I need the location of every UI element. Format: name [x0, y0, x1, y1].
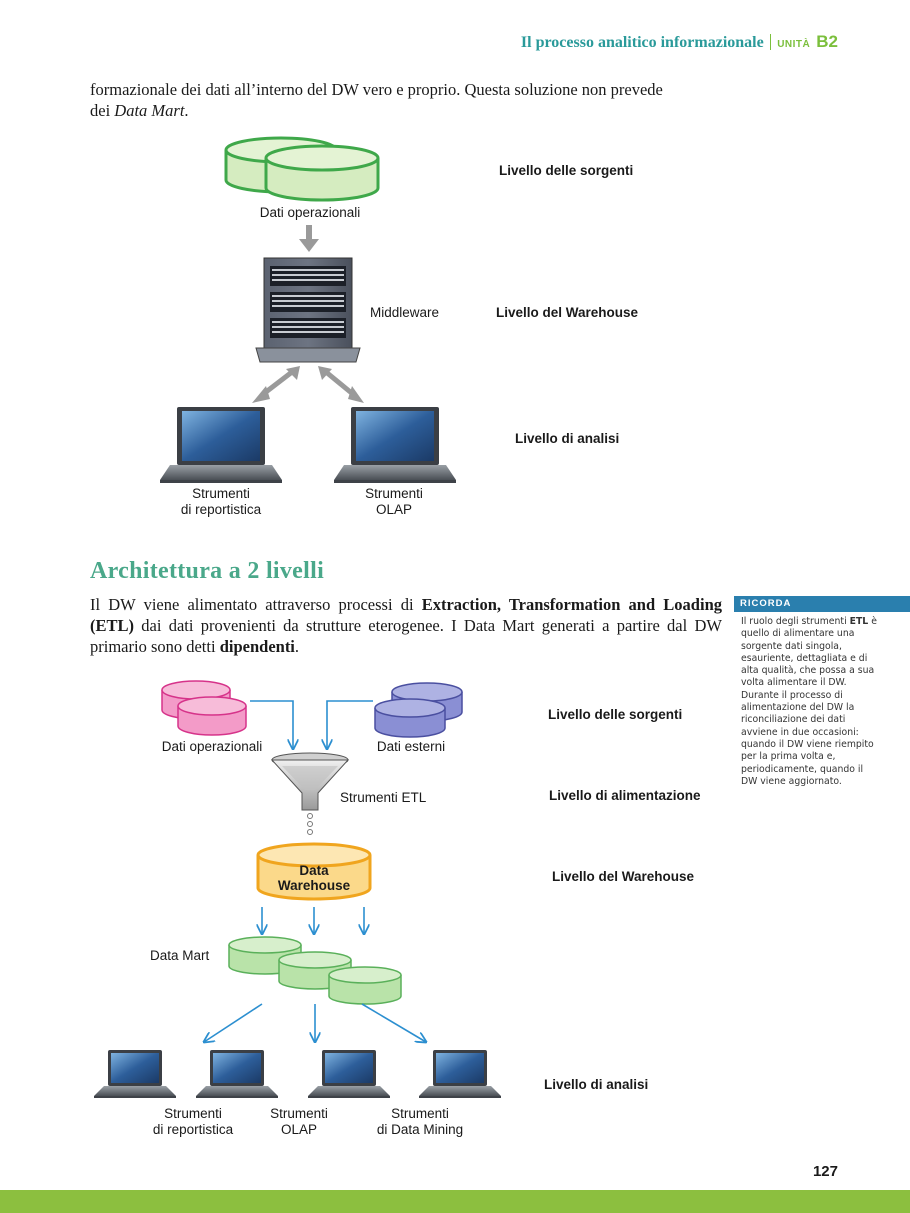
section-heading: Architettura a 2 livelli — [90, 558, 325, 584]
laptop-icon-1 — [94, 1050, 176, 1098]
laptop-icon-4 — [419, 1050, 501, 1098]
d1-reporting-line2: di reportistica — [180, 502, 262, 517]
d2-mining-label: Strumenti di Data Mining — [358, 1106, 482, 1138]
d1-level-analysis: Livello di analisi — [515, 431, 620, 446]
laptop-icon-3 — [308, 1050, 390, 1098]
d2-dw-label: Data Warehouse — [262, 863, 366, 893]
d1-olap-label: Strumenti OLAP — [340, 486, 448, 518]
d1-middleware-label: Middleware — [370, 305, 440, 320]
page-number: 127 — [812, 1163, 838, 1180]
intro-line-2: dei Data Mart. — [90, 100, 722, 121]
server-icon — [255, 257, 361, 363]
d2-reporting-line1: Strumenti — [164, 1106, 222, 1121]
section-bold-etl: Extraction, Transformation and Loading (… — [90, 595, 722, 635]
d2-level-feeding: Livello di alimentazione — [549, 788, 701, 803]
d1-reporting-label: Strumenti di reportistica — [158, 486, 284, 518]
d2-operational-data-label: Dati operazionali — [161, 739, 263, 754]
intro-line-1: formazionale dei dati all’interno del DW… — [90, 80, 663, 99]
operational-db-icon — [224, 136, 380, 202]
running-header: Il processo analitico informazionale UNI… — [521, 32, 838, 52]
bidirectional-arrow-left-icon — [252, 366, 300, 403]
external-db-icon — [374, 682, 463, 738]
d2-olap-label: Strumenti OLAP — [256, 1106, 342, 1138]
sidebar-text-bold: ETL — [849, 616, 869, 627]
section-text-1: Il DW viene alimentato attraverso proces… — [90, 595, 422, 614]
footer-bar — [0, 1190, 910, 1213]
header-title: Il processo analitico informazionale — [520, 34, 764, 51]
sidebar-heading: RICORDA — [734, 596, 910, 612]
d2-dw-line2: Warehouse — [277, 878, 351, 893]
sidebar-text: Il ruolo degli strumenti ETL è quello di… — [741, 616, 881, 788]
section-paragraph: Il DW viene alimentato attraverso proces… — [90, 594, 722, 657]
d1-level-warehouse: Livello del Warehouse — [496, 305, 639, 320]
section-bold-dipendenti: dipendenti — [219, 637, 295, 656]
section-text-3: . — [294, 637, 300, 656]
intro-paragraph: formazionale dei dati all’interno del DW… — [90, 79, 722, 121]
d2-level-warehouse: Livello del Warehouse — [552, 869, 695, 884]
d2-data-mart-label: Data Mart — [150, 948, 210, 963]
d2-mining-line2: di Data Mining — [376, 1122, 464, 1137]
header-divider — [769, 34, 772, 50]
dw-to-datamart-arrows — [262, 907, 364, 934]
d1-reporting-line1: Strumenti — [192, 486, 250, 501]
data-mart-icons — [228, 936, 402, 1005]
source-arrows — [250, 700, 373, 749]
intro-italic: Data Mart — [114, 101, 185, 120]
d2-external-data-label: Dati esterni — [376, 739, 446, 754]
data-warehouse-icon — [256, 842, 372, 901]
d2-olap-line1: Strumenti — [270, 1106, 328, 1121]
d2-reporting-label: Strumenti di reportistica — [130, 1106, 256, 1138]
down-arrow-icon — [299, 225, 319, 252]
bidirectional-arrow-right-icon — [318, 366, 364, 403]
intro-suffix: . — [184, 101, 189, 120]
d2-dw-line1: Data — [299, 863, 329, 878]
d2-level-sources: Livello delle sorgenti — [548, 707, 683, 722]
datamart-to-analysis-arrows — [204, 1003, 426, 1042]
d1-operational-data-label: Dati operazionali — [259, 205, 361, 220]
d1-olap-line2: OLAP — [375, 502, 413, 517]
laptop-olap-icon — [334, 407, 456, 483]
d1-olap-line1: Strumenti — [365, 486, 423, 501]
section-text-2: dai dati provenienti da strutture eterog… — [90, 616, 722, 656]
sidebar-text-prefix: Il ruolo degli strumenti — [741, 616, 850, 627]
laptop-reporting-icon — [160, 407, 282, 483]
intro-prefix: dei — [90, 101, 115, 120]
d2-etl-tools-label: Strumenti ETL — [340, 790, 427, 805]
d2-level-analysis: Livello di analisi — [544, 1077, 649, 1092]
d1-level-sources: Livello delle sorgenti — [499, 163, 634, 178]
unit-code: B2 — [816, 32, 838, 51]
d2-reporting-line2: di reportistica — [152, 1122, 234, 1137]
funnel-icon — [270, 752, 350, 835]
operational-db-pink-icon — [161, 680, 247, 736]
unit-label: UNITÀ — [777, 39, 811, 50]
sidebar-text-suffix: è quello di alimentare una sorgente dati… — [741, 616, 877, 787]
laptop-icon-2 — [196, 1050, 278, 1098]
d2-mining-line1: Strumenti — [391, 1106, 449, 1121]
d2-olap-line2: OLAP — [280, 1122, 318, 1137]
